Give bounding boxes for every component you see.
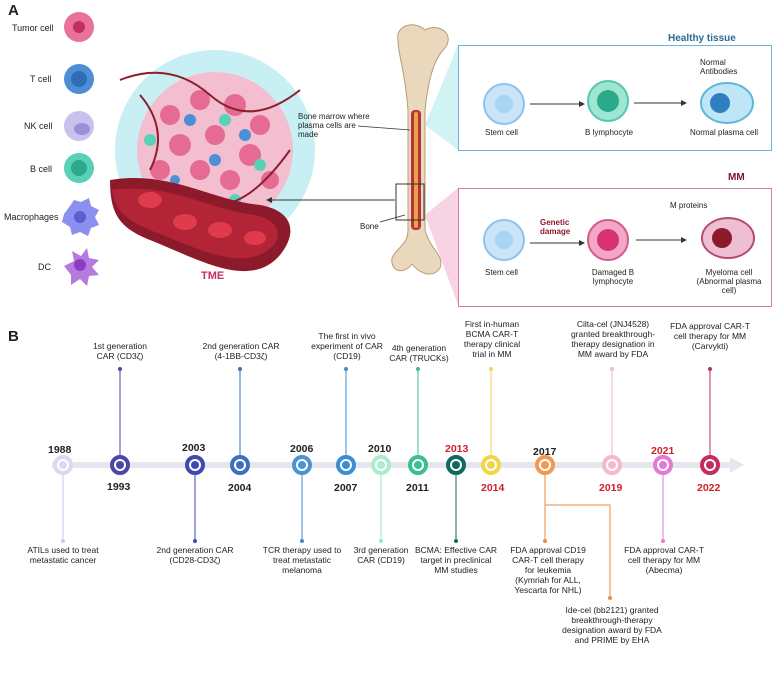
legend-t-cell: T cell	[30, 74, 52, 84]
event-2004: 2nd generation CAR (4-1BB-CD3ζ)	[202, 341, 280, 362]
bone-icon	[391, 24, 449, 275]
year-2019: 2019	[599, 482, 623, 494]
year-2013: 2013	[445, 443, 469, 455]
tme-label: TME	[201, 270, 225, 282]
b-cell-icon	[64, 153, 94, 183]
panel-a-label: A	[8, 2, 19, 19]
legend-macrophages: Macrophages	[4, 212, 59, 222]
year-2021: 2021	[651, 445, 675, 457]
year-2014: 2014	[481, 482, 505, 494]
event-2006: TCR therapy used to treat metastatic mel…	[262, 545, 342, 576]
b-lymphocyte-icon	[587, 80, 629, 122]
bone-label: Bone	[360, 222, 379, 231]
bone-marrow-label: Bone marrow where plasma cells are made	[298, 112, 370, 140]
event-ide-cel: Ide-cel (bb2121) granted breakthrough-th…	[562, 605, 662, 646]
panel-b-label: B	[8, 328, 19, 345]
mm-title: MM	[728, 172, 745, 183]
stem-cell-mm-icon	[483, 219, 525, 261]
event-2021: FDA approval CAR-T cell therapy for MM (…	[624, 545, 704, 576]
myeloma-cell-label: Myeloma cell (Abnormal plasma cell)	[696, 268, 762, 296]
blood-vessel	[110, 177, 291, 272]
nk-cell-icon	[64, 111, 94, 141]
legend-dc: DC	[38, 262, 51, 272]
year-2010: 2010	[368, 443, 392, 455]
damaged-b-lymphocyte-icon	[587, 219, 629, 261]
year-2011: 2011	[406, 482, 429, 494]
legend-tumor-cell: Tumor cell	[12, 23, 54, 33]
year-1993: 1993	[107, 481, 131, 493]
legend-nk-cell: NK cell	[24, 121, 53, 131]
event-2022: FDA approval CAR-T cell therapy for MM (…	[670, 321, 750, 352]
event-2003: 2nd generation CAR (CD28-CD3ζ)	[156, 545, 234, 566]
t-cell-icon	[64, 64, 94, 94]
b-lymphocyte-label: B lymphocyte	[585, 128, 634, 137]
year-2007: 2007	[334, 482, 358, 494]
event-1988: ATILs used to treat metastatic cancer	[27, 545, 99, 566]
year-2017: 2017	[533, 446, 557, 458]
event-2010: 3rd generation CAR (CD19)	[353, 545, 409, 566]
mm-stem-cell-label: Stem cell	[485, 268, 518, 277]
stem-cell-healthy-icon	[483, 83, 525, 125]
healthy-stem-cell-label: Stem cell	[485, 128, 518, 137]
event-2007: The first in vivo experiment of CAR (CD1…	[311, 331, 383, 362]
normal-plasma-cell-icon	[700, 82, 754, 124]
damaged-b-lymphocyte-label: Damaged B lymphocyte	[591, 268, 635, 287]
genetic-damage-label: Genetic damage	[540, 218, 571, 237]
year-2003: 2003	[182, 442, 206, 454]
timeline	[52, 367, 744, 600]
event-2019: Cilta-cel (JNJ4528) granted breakthrough…	[570, 319, 656, 360]
event-1993: 1st generation CAR (CD3ζ)	[93, 341, 147, 362]
dendritic-cell-icon	[64, 248, 99, 286]
event-2014: First in-human BCMA CAR-T therapy clinic…	[463, 319, 521, 360]
healthy-tissue-box	[458, 45, 772, 151]
normal-antibodies-label: Normal Antibodies	[700, 58, 738, 77]
mm-box	[458, 188, 772, 307]
tumor-cell-icon	[64, 12, 94, 42]
m-proteins-label: M proteins	[670, 201, 708, 210]
healthy-tissue-title: Healthy tissue	[668, 33, 736, 44]
event-2011: 4th generation CAR (TRUCKs)	[389, 343, 449, 364]
event-2017: FDA approval CD19 CAR-T cell therapy for…	[510, 545, 586, 596]
year-2004: 2004	[228, 482, 252, 494]
year-1988: 1988	[48, 444, 72, 456]
event-2013: BCMA: Effective CAR target in preclinica…	[414, 545, 498, 576]
year-2022: 2022	[697, 482, 721, 494]
normal-plasma-cell-label: Normal plasma cell	[690, 128, 759, 137]
year-2006: 2006	[290, 443, 314, 455]
legend-b-cell: B cell	[30, 164, 53, 174]
macrophage-icon	[62, 198, 99, 236]
myeloma-cell-icon	[701, 217, 755, 259]
